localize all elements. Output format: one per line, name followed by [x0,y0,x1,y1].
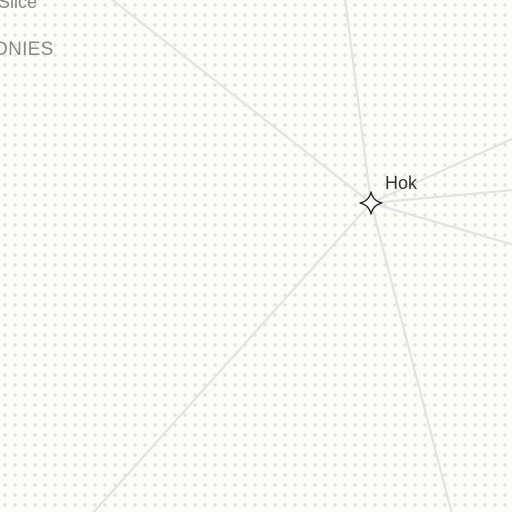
map-label-top: Slice [0,0,38,12]
map-label-place[interactable]: Hok [385,173,418,193]
road-southeast [369,201,512,246]
road-north [344,0,373,205]
road-northwest [110,0,373,205]
road-northeast [369,137,512,205]
road-east [369,189,512,205]
four-point-star-icon[interactable] [359,191,383,215]
road-southwest [92,201,373,512]
road-south [369,201,453,512]
map-label-region: ONIES [0,39,54,60]
